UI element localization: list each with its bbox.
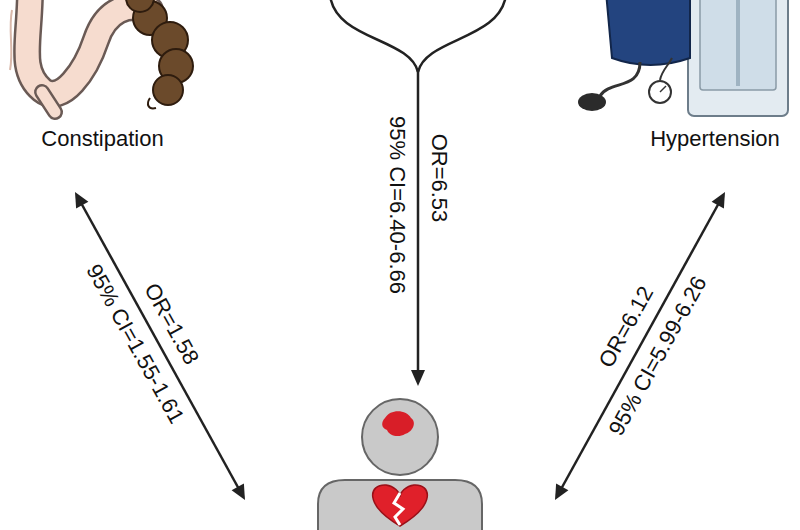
- statistic-label: 95% CI=6.40-6.66: [384, 116, 410, 294]
- arrow-head: [75, 192, 88, 209]
- heart-crack: [394, 493, 403, 525]
- tube: [600, 62, 640, 96]
- intestine-illustration: [10, 0, 193, 112]
- gauge-tube: [660, 58, 672, 80]
- merge-arrow: [330, 0, 506, 386]
- stool-bulge: [126, 0, 154, 12]
- cuff: [606, 0, 690, 65]
- patient-illustration: [245, 392, 555, 530]
- arrow-head: [411, 370, 425, 386]
- statistic-label: OR=6.53: [426, 134, 452, 223]
- gauge: [649, 81, 671, 103]
- arrow-head: [712, 192, 725, 209]
- merge-line: [418, 0, 506, 72]
- node-title: Constipation: [41, 126, 163, 152]
- head: [362, 399, 438, 475]
- arrow-head: [232, 483, 245, 500]
- arrow-shaft: [417, 70, 420, 372]
- association-arrow: [555, 192, 725, 500]
- condition-label: Constipation: [32, 124, 173, 192]
- gauge-needle: [660, 86, 666, 92]
- pump-bulb: [578, 93, 606, 111]
- blood-pressure-monitor: [578, 0, 788, 116]
- arrow-head: [555, 483, 568, 500]
- torso: [318, 480, 482, 530]
- merge-line: [330, 0, 418, 72]
- arrow-shaft: [560, 201, 720, 491]
- brain-lesion: [382, 411, 414, 436]
- broken-heart: [373, 485, 428, 526]
- association-arrow: [75, 192, 245, 500]
- colon-fold: [10, 10, 12, 70]
- node-title: Hypertension: [650, 126, 780, 152]
- condition-label: Hypertension: [641, 124, 789, 192]
- monitor-glass: [700, 0, 776, 90]
- colon-end: [148, 98, 156, 108]
- colon-tube: [27, 0, 150, 94]
- patient-figure: [245, 392, 555, 530]
- rectum-outline: [42, 92, 55, 112]
- monitor-case: [688, 0, 788, 116]
- arrow-shaft: [80, 201, 240, 491]
- rectum-tube: [42, 92, 55, 112]
- mercury-column: [736, 0, 740, 86]
- stool-bulge: [153, 75, 183, 105]
- colon-outline: [27, 0, 150, 94]
